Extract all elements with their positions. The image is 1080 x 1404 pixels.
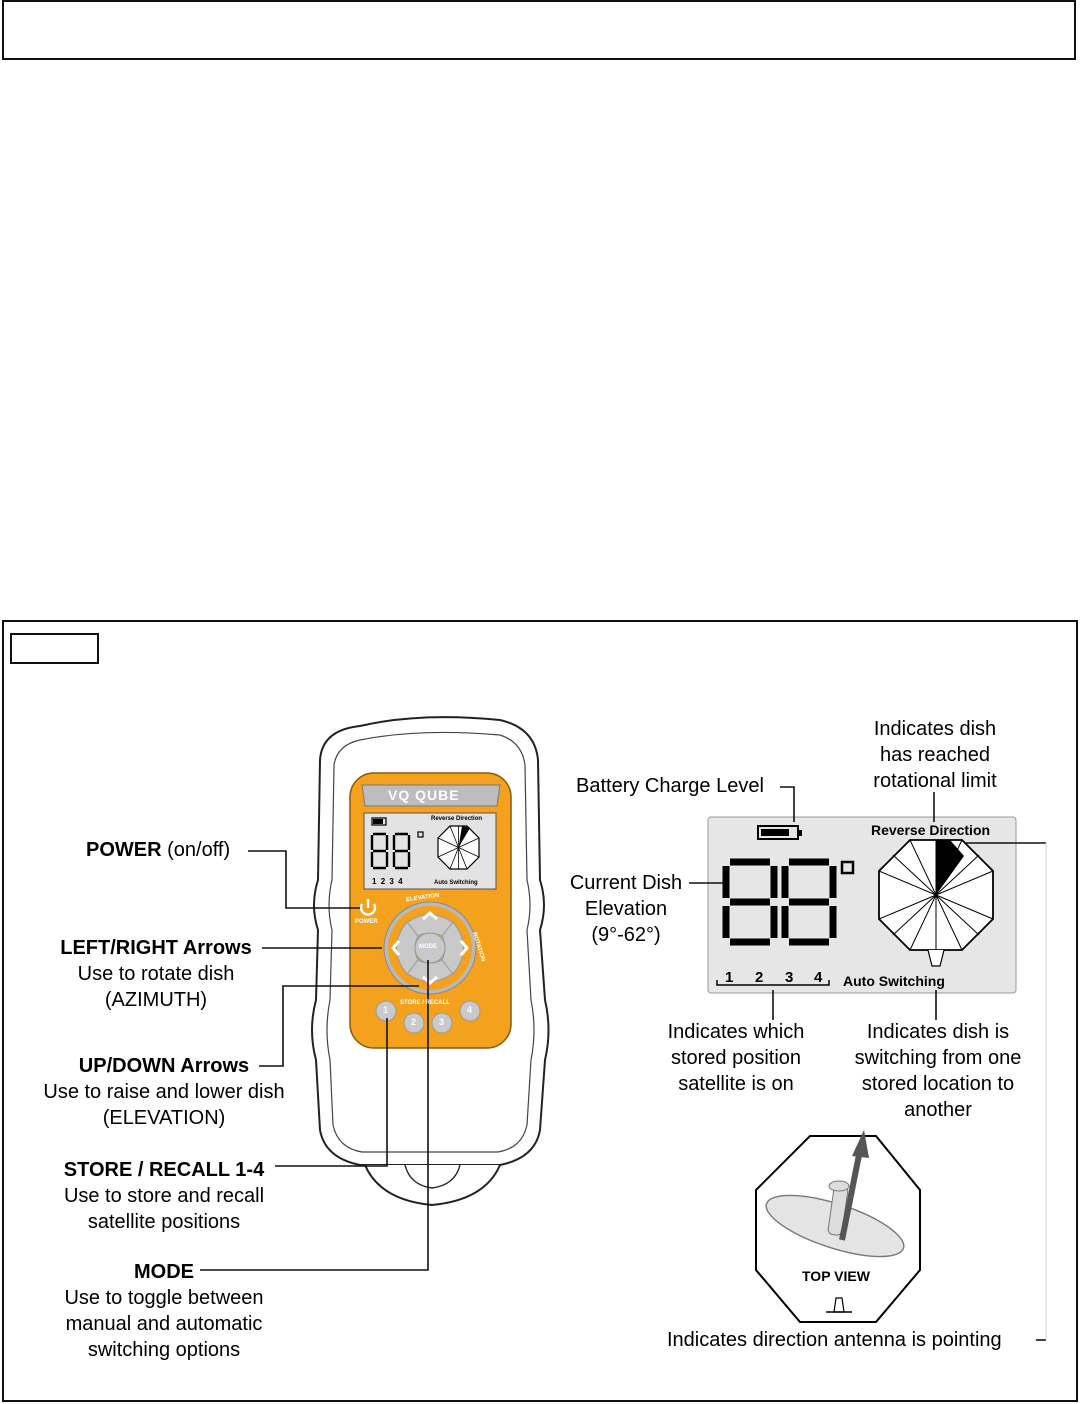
callout-elevation: Current Dish Elevation (9°-62°) [569,872,683,946]
brand-plate [361,784,501,807]
store-button-3[interactable] [431,1012,453,1034]
left-leader-lines [200,850,429,1271]
lcd-auto-switching: Auto Switching [843,973,945,989]
elevation-digits [722,858,837,946]
lcd-reverse-direction: Reverse Direction [871,822,991,838]
callout-mode: MODE Use to toggle between manual and au… [64,1261,264,1361]
store-label-1: 1 [383,1005,389,1015]
top-view-dish [755,1130,921,1323]
lcd-slot-2: 2 [755,969,764,986]
figure-label-box [10,633,99,664]
remote-lcd-auto: Auto Switching [434,880,478,886]
remote-mode-label: MODE [419,944,437,950]
right-leader-lines [689,786,1046,1341]
dpad [383,901,477,995]
store-label-2: 2 [411,1017,417,1027]
remote-store-recall-label: STORE / RECALL [400,1000,450,1006]
callout-stored-position: Indicates which stored position satellit… [667,1021,805,1095]
lcd-slot-3: 3 [785,969,794,986]
callout-leftright: LEFT/RIGHT Arrows Use to rotate dish (AZ… [60,937,252,1011]
lcd-slot-4: 4 [814,969,823,986]
store-label-4: 4 [467,1005,473,1015]
callout-updown: UP/DOWN Arrows Use to raise and lower di… [43,1055,285,1129]
store-label-3: 3 [439,1017,445,1027]
store-button-2[interactable] [403,1012,425,1034]
callout-power: POWER (on/off) [86,839,231,861]
large-lcd [707,816,1017,994]
mode-button[interactable] [414,932,446,964]
remote-brand: VQ QUBE [388,787,460,803]
reverse-direction-indicator [936,840,964,895]
callout-battery: Battery Charge Level [576,775,764,797]
figure-frame [2,620,1078,1402]
remote-power-label: POWER [355,919,378,925]
callout-auto-switching: Indicates dish is switching from one sto… [854,1021,1022,1121]
right-arrow-button[interactable] [441,921,464,975]
callout-rotational-limit: Indicates dish has reached rotational li… [873,718,997,792]
remote-lcd-slots: 1 2 3 4 [372,877,403,886]
remote-lcd-reverse: Reverse Direction [431,816,483,822]
store-button-4[interactable] [459,1000,481,1022]
callout-antenna-direction: Indicates direction antenna is pointing [667,1329,1002,1351]
top-view-label: TOP VIEW [802,1268,870,1284]
left-arrow-button[interactable] [396,921,419,975]
store-recall-buttons [375,1000,481,1034]
degree-symbol [840,860,855,875]
power-icon[interactable] [359,899,377,917]
lcd-slot-1: 1 [725,969,734,986]
top-empty-frame [2,0,1076,60]
remote-lcd-digits [370,832,411,870]
callout-store-recall: STORE / RECALL 1-4 Use to store and reca… [63,1159,265,1233]
store-button-1[interactable] [375,1000,397,1022]
